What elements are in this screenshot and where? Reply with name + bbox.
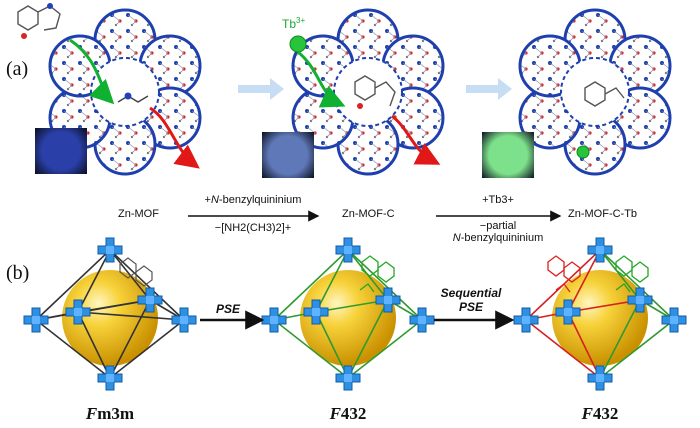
green-inflow-arrow-1 bbox=[69, 38, 115, 105]
green-inflow-arrow-2 bbox=[297, 50, 346, 108]
tb-ion-sphere bbox=[289, 35, 307, 53]
photo-zn-mof-c bbox=[262, 132, 314, 178]
panel-label-b: (b) bbox=[6, 262, 30, 284]
reaction1-label: +N-benzylquininium −[NH2(CH3)2]+ bbox=[188, 194, 318, 238]
tb-ion-label: Tb3+ bbox=[282, 16, 305, 31]
reaction2-above: +Tb3+ bbox=[482, 194, 514, 206]
cage3-guest-red bbox=[547, 255, 581, 293]
cage3-sphere bbox=[552, 270, 648, 366]
panel-label-a: (a) bbox=[6, 58, 29, 80]
benzylquininium-molecule-topleft bbox=[17, 3, 61, 39]
reaction1-below: −[NH2(CH3)2]+ bbox=[214, 222, 292, 234]
photo-zn-mof bbox=[35, 128, 87, 174]
cage-f432-1 bbox=[261, 237, 435, 391]
cage-fm3m bbox=[23, 237, 197, 391]
cage1-sphere bbox=[62, 270, 158, 366]
transition-arrow-2 bbox=[466, 78, 512, 100]
space-group-1: Fm3m bbox=[85, 404, 135, 423]
sequential-pse-label: Sequential PSE bbox=[440, 286, 502, 314]
cage2-guest bbox=[359, 255, 395, 293]
red-outflow-arrow-1 bbox=[149, 106, 200, 169]
reaction1-above: +N-benzylquininium bbox=[204, 194, 302, 206]
photo-zn-mof-c-tb bbox=[482, 132, 534, 178]
space-group-3: F432 bbox=[581, 404, 619, 423]
reaction2-label: +Tb3+ −partial N-benzylquininium bbox=[436, 194, 560, 244]
compound-zn-mof-c: Zn-MOF-C bbox=[342, 208, 395, 220]
mof-framework-3 bbox=[518, 8, 672, 176]
pse-label: PSE bbox=[215, 302, 240, 316]
dimethylammonium-molecule bbox=[117, 92, 149, 103]
reaction2-below-line2: N-benzylquininium bbox=[452, 232, 544, 244]
reaction2-below-line1: −partial bbox=[479, 220, 517, 232]
transition-arrow-1 bbox=[238, 78, 284, 100]
compound-zn-mof: Zn-MOF bbox=[118, 208, 159, 220]
tb-ion-in-framework bbox=[576, 145, 590, 159]
space-group-2: F432 bbox=[329, 404, 367, 423]
guest-molecule-framework3 bbox=[584, 81, 625, 107]
cage3-guest-green bbox=[615, 255, 649, 293]
red-outflow-arrow-2 bbox=[391, 114, 441, 165]
cage-f432-2 bbox=[513, 237, 687, 391]
cage1-node-bottom bbox=[97, 365, 123, 391]
guest-molecule-framework2 bbox=[354, 75, 396, 109]
cage1-linker bbox=[119, 257, 153, 287]
cage2-sphere bbox=[300, 270, 396, 366]
compound-zn-mof-c-tb: Zn-MOF-C-Tb bbox=[568, 208, 638, 220]
